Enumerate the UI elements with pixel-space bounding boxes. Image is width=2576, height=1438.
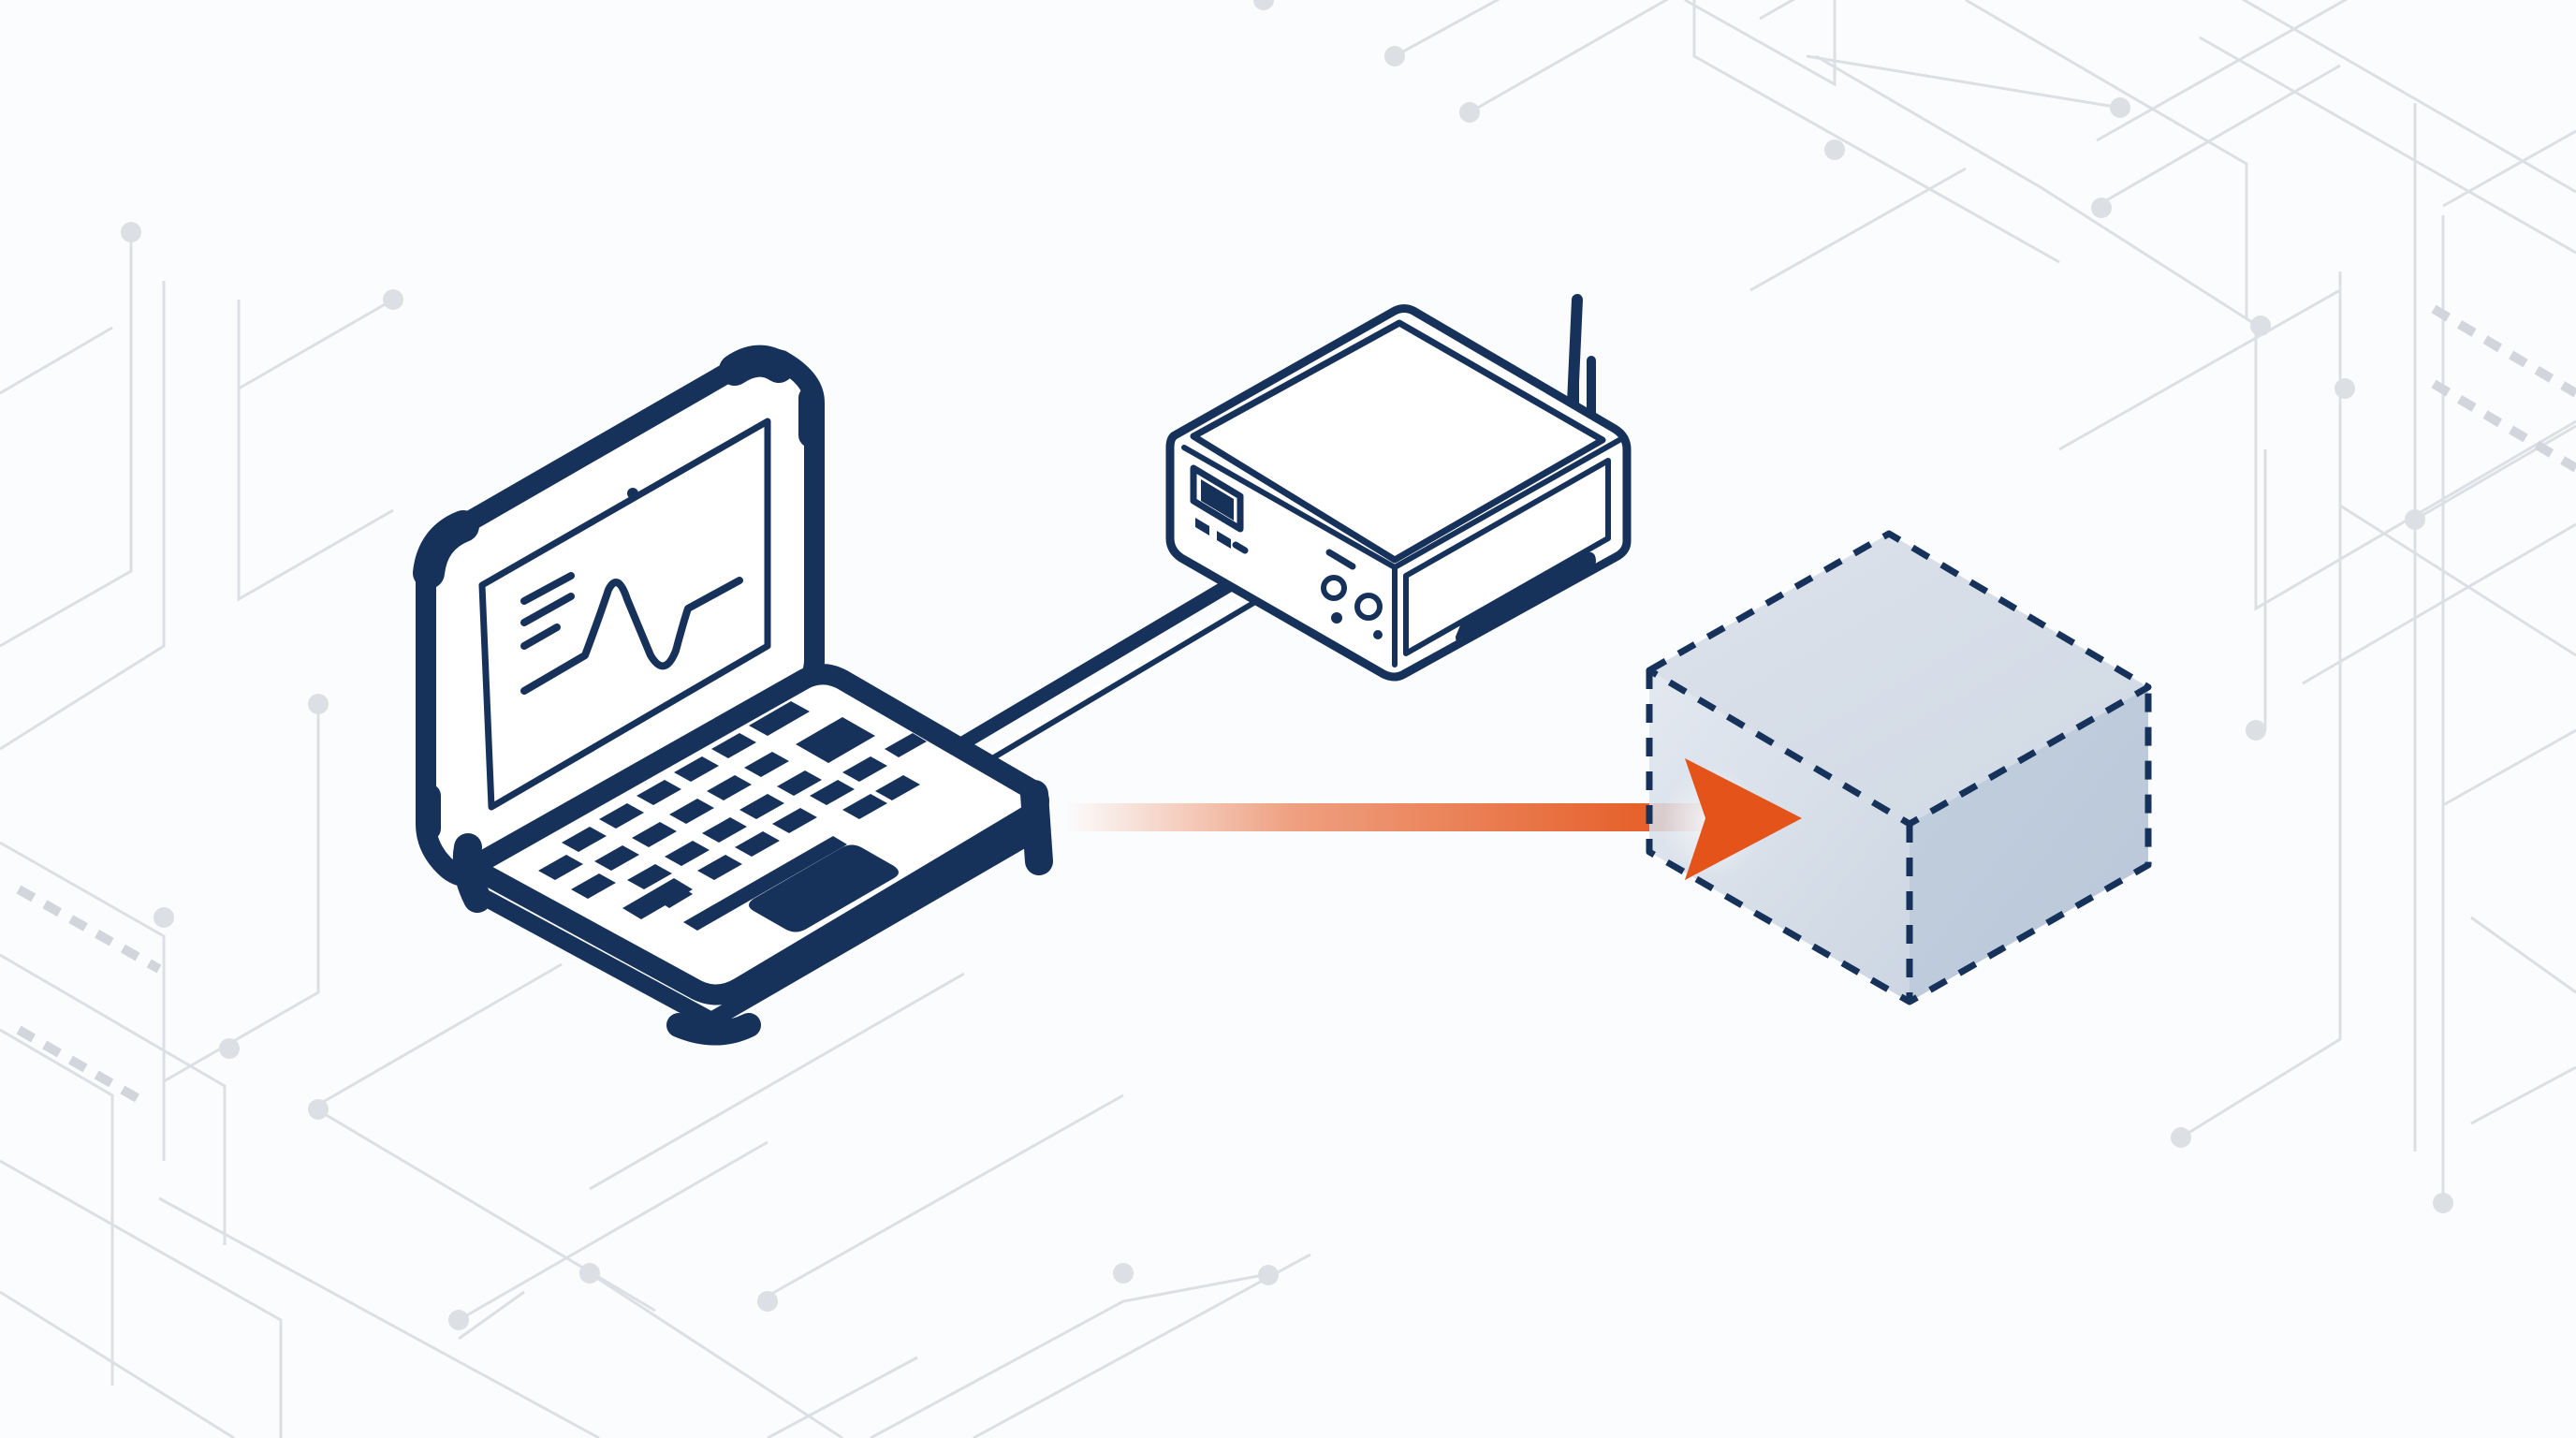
- laptop-icon: [413, 345, 1053, 1046]
- circuit-dashes: [16, 304, 2576, 1105]
- waveform-graphic: [520, 572, 743, 695]
- router-icon: [1165, 294, 1632, 682]
- dashed-cube-icon: [1646, 530, 2152, 1005]
- circuit-nodes: [121, 0, 2453, 1330]
- keyboard-keys: [538, 701, 927, 932]
